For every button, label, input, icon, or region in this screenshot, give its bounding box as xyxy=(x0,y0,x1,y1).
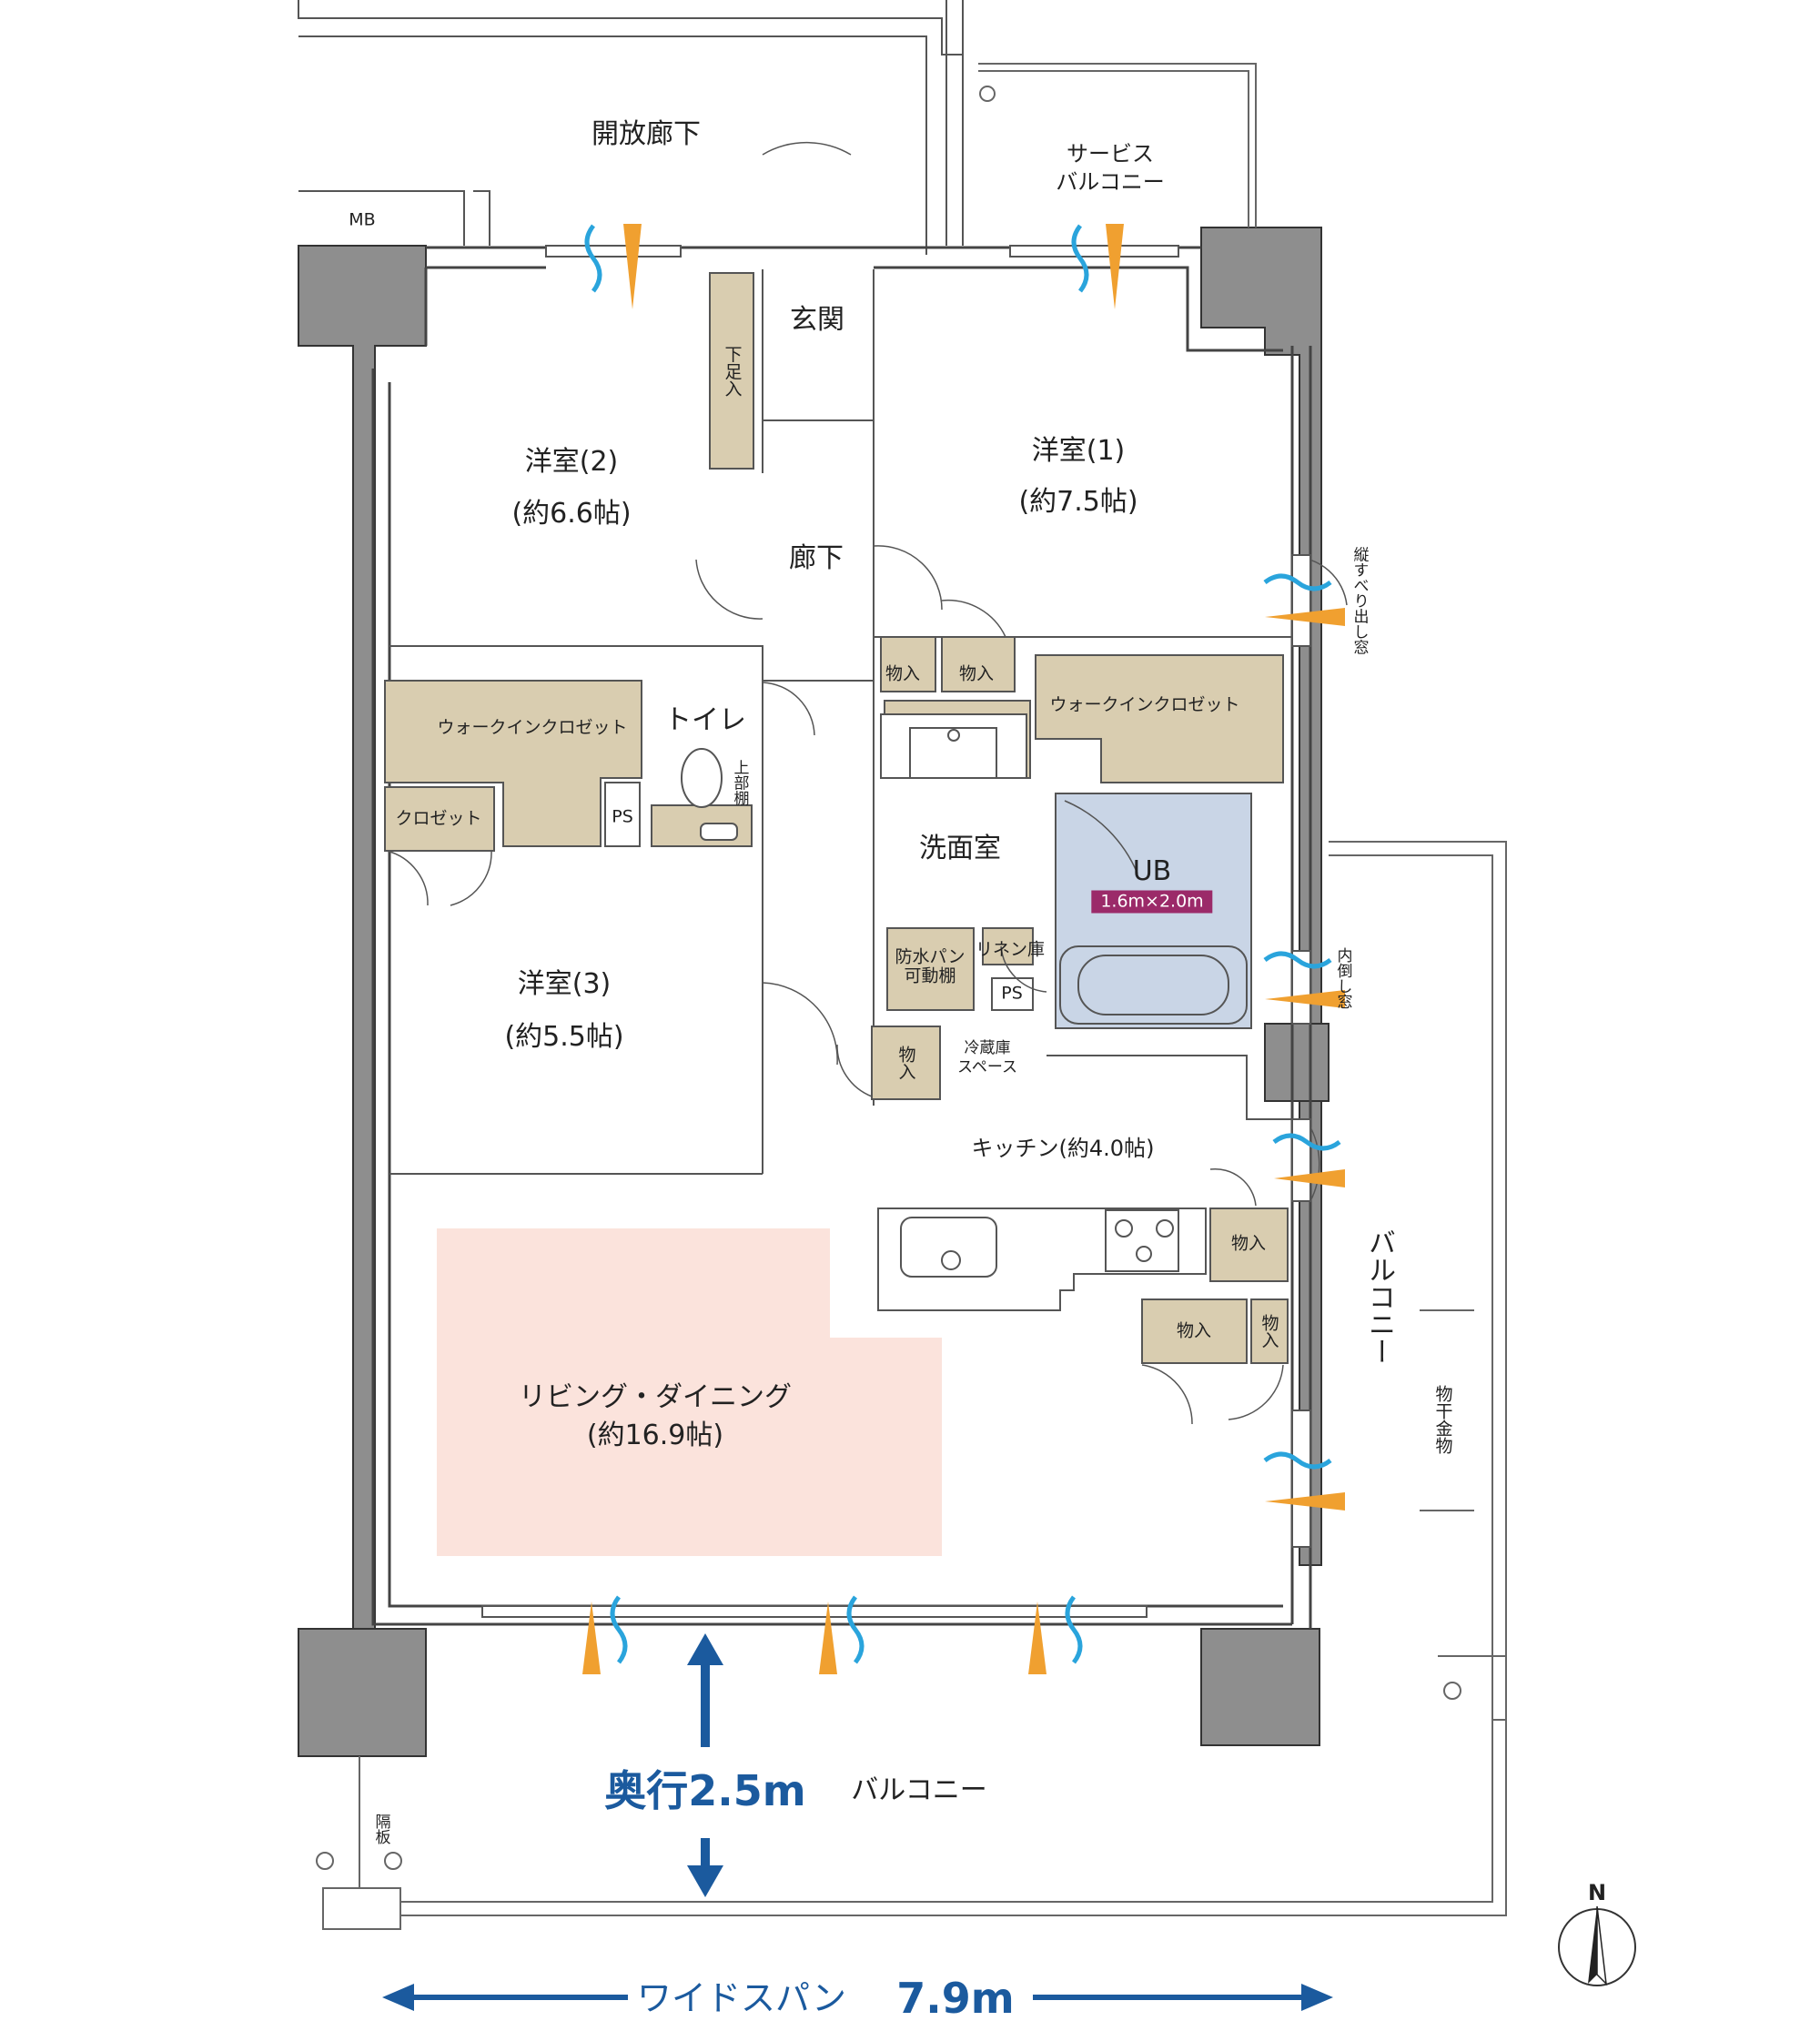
label-movable-shelf: 可動棚 xyxy=(904,965,956,986)
label-storage-4: 物入 xyxy=(1230,1233,1267,1254)
label-ub: UB xyxy=(1132,855,1172,887)
open-corridor-outline xyxy=(298,0,964,255)
window-sashes xyxy=(481,245,1311,1618)
ub-size-badge: 1.6m×2.0m xyxy=(1091,890,1213,914)
label-western-room-3: 洋室(3) xyxy=(517,968,612,1000)
label-upper-shelf: 上部棚 xyxy=(730,759,749,806)
label-linen: リネン庫 xyxy=(975,939,1046,960)
wind-arrow-south-3 xyxy=(1028,1595,1083,1674)
ventilation-arrows xyxy=(582,224,1345,1674)
living-dining-area xyxy=(437,1228,942,1556)
label-balcony-south: バルコニー xyxy=(851,1774,987,1806)
label-living-dining: リビング・ダイニング xyxy=(519,1381,792,1413)
label-entrance: 玄関 xyxy=(790,304,844,336)
label-western-room-2: 洋室(2) xyxy=(524,446,619,478)
kitchen-counter xyxy=(877,1207,1207,1311)
wind-arrow-south-1 xyxy=(582,1595,628,1674)
depth-dimension-arrow xyxy=(687,1633,723,1897)
label-partition: 隔板 xyxy=(371,1814,390,1844)
label-shoe-box: 下足入 xyxy=(722,345,743,398)
label-living-dining-size: (約16.9帖) xyxy=(586,1420,724,1451)
wind-arrow-east-3 xyxy=(1272,1133,1345,1187)
wind-arrow-east-2 xyxy=(1263,951,1345,1008)
wide-span-value: 7.9m xyxy=(896,1974,1015,2023)
compass-north-label: N xyxy=(1587,1880,1607,1905)
label-walk-in-closet-right: ウォークインクロゼット xyxy=(1049,694,1240,715)
door-swings xyxy=(386,142,1348,1425)
label-inward-window: 内倒し窓 xyxy=(1333,947,1352,1009)
label-laundry-hanger: 物干金物 xyxy=(1432,1385,1453,1454)
label-walk-in-closet-left: ウォークインクロゼット xyxy=(437,717,628,738)
wind-arrow-east-4 xyxy=(1263,1451,1345,1511)
label-storage-2: 物入 xyxy=(958,663,995,684)
wind-arrow-top-right xyxy=(1071,224,1124,309)
wide-span-label: ワイドスパン xyxy=(637,1978,846,2018)
label-toilet: トイレ xyxy=(664,704,746,736)
label-service-balcony: サービス バルコニー xyxy=(1056,140,1165,195)
wide-span-dimension-arrow xyxy=(382,1984,1333,2011)
label-storage-3: 物入 xyxy=(895,1046,916,1080)
label-storage-5: 物入 xyxy=(1176,1320,1212,1341)
wind-arrow-south-2 xyxy=(819,1595,864,1674)
east-balcony-railing xyxy=(316,841,1507,1930)
toilet-fixture xyxy=(604,748,1034,1011)
label-open-corridor: 開放廊下 xyxy=(592,118,701,150)
label-mb: MB xyxy=(349,209,376,230)
label-fridge-space: 冷蔵庫 スペース xyxy=(957,1038,1017,1076)
label-waterproof-pan: 防水パン xyxy=(895,946,966,967)
label-vertical-slide-window: 縦すべり出し窓 xyxy=(1350,546,1369,655)
label-western-room-1: 洋室(1) xyxy=(1031,435,1126,467)
wind-arrow-east-1 xyxy=(1263,573,1345,626)
label-washroom: 洗面室 xyxy=(919,833,1001,864)
label-closet: クロゼット xyxy=(395,808,482,829)
label-balcony-side: バルコニー xyxy=(1363,1228,1395,1365)
compass-icon xyxy=(1558,1905,1636,1986)
service-balcony-railing xyxy=(978,63,1257,227)
label-hallway: 廊下 xyxy=(789,542,844,574)
wind-arrow-top-left xyxy=(584,224,642,309)
label-storage-1: 物入 xyxy=(885,663,921,684)
label-western-room-2-size: (約6.6帖) xyxy=(511,498,632,530)
label-western-room-1-size: (約7.5帖) xyxy=(1018,486,1138,518)
label-ps-1: PS xyxy=(612,806,633,827)
label-storage-6: 物入 xyxy=(1259,1314,1279,1349)
label-kitchen: キッチン(約4.0帖) xyxy=(971,1136,1155,1161)
wash-basin xyxy=(880,713,1027,779)
label-ps-2: PS xyxy=(1001,983,1023,1004)
label-western-room-3-size: (約5.5帖) xyxy=(504,1021,624,1053)
depth-dimension-label: 奥行2.5m xyxy=(604,1766,806,1815)
